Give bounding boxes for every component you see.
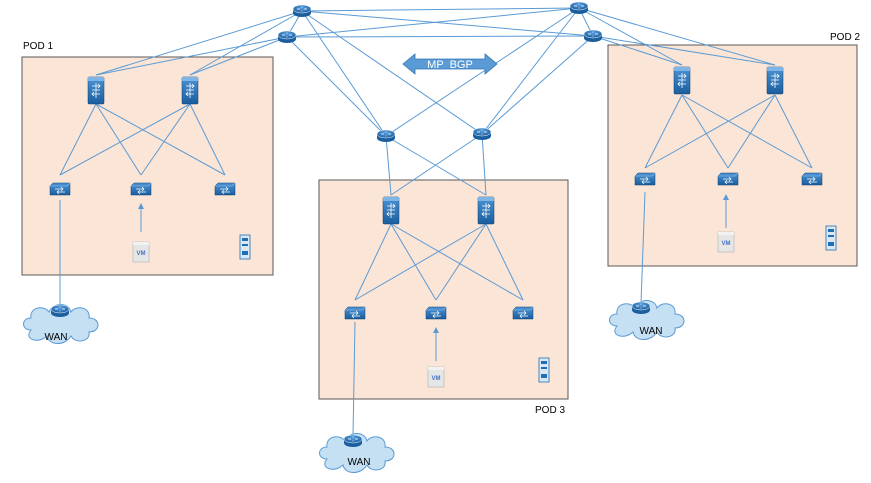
spine-switch-icon (673, 66, 691, 95)
pod3-links (352, 223, 524, 437)
wan-router-icon (631, 301, 651, 315)
pod3-router-icon (472, 127, 492, 141)
leaf-switch-icon (130, 182, 152, 196)
pod3-label: POD 3 (535, 405, 565, 416)
super-spine-router-icon (292, 4, 312, 18)
pod1-links (59, 103, 226, 305)
pod2-links (640, 94, 813, 304)
leaf-switch-icon (49, 182, 71, 196)
super-spine-router-icon (277, 30, 297, 44)
leaf-switch-icon (512, 306, 534, 320)
spine-switch-icon (382, 196, 400, 225)
spine-switch-icon (181, 76, 199, 105)
super-spine-router-icon (583, 29, 603, 43)
spine-switch-icon (766, 66, 784, 95)
leaf-switch-icon (425, 306, 447, 320)
spine-switch-icon (87, 76, 105, 105)
mp-bgp-label: MP BGP (427, 59, 473, 71)
pod2-label: POD 2 (830, 32, 860, 43)
pod1-label: POD 1 (23, 41, 53, 52)
wan-cloud-pod2: WAN (609, 300, 685, 340)
leaf-switch-icon (214, 182, 236, 196)
wan-cloud-pod3: WAN (319, 433, 395, 473)
pod3-router-icon (376, 129, 396, 143)
leaf-switch-icon (344, 306, 366, 320)
super-spine-router-icon (569, 1, 589, 15)
spine-switch-icon (477, 196, 495, 225)
pod2-box (607, 44, 858, 267)
mp-bgp-arrow: MP BGP (402, 53, 498, 75)
leaf-switch-icon (634, 172, 656, 186)
server-icon (538, 357, 550, 383)
wan-label: WAN (45, 332, 68, 343)
wan-label: WAN (640, 326, 663, 337)
wan-router-icon (343, 434, 363, 448)
leaf-switch-icon (801, 172, 823, 186)
wan-router-icon (50, 304, 70, 318)
vm-label: VM (722, 241, 731, 247)
server-icon (239, 234, 251, 260)
super-spine-links (95, 7, 776, 196)
server-icon (825, 225, 837, 251)
leaf-switch-icon (717, 172, 739, 186)
wan-label: WAN (348, 457, 371, 468)
vm-label: VM (137, 251, 146, 257)
wan-cloud-pod1: WAN (23, 304, 99, 344)
vm-label: VM (432, 376, 441, 382)
